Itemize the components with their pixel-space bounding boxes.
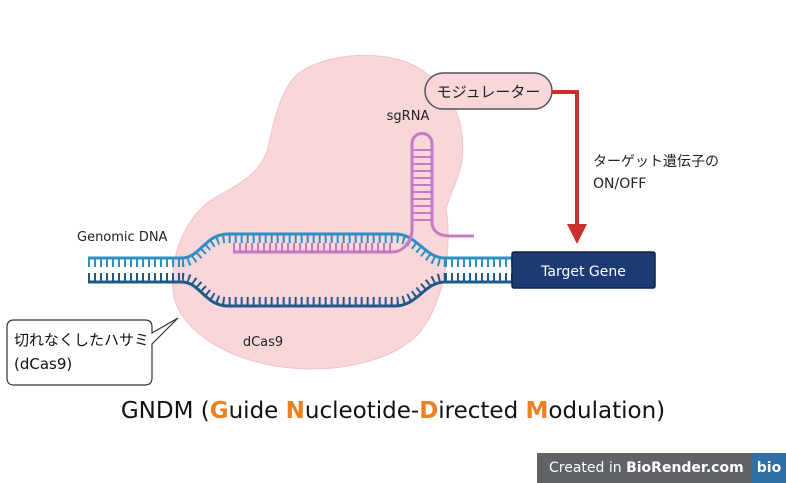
title-m-rest: odulation) <box>548 398 666 424</box>
dcas9-label: dCas9 <box>243 335 283 350</box>
genomic-dna-label: Genomic DNA <box>77 230 168 245</box>
title-d: D <box>419 398 439 424</box>
target-gene-label: Target Gene <box>540 264 626 280</box>
sgrna-strand <box>233 132 474 254</box>
biorender-footer[interactable]: Created in BioRender.com bio <box>537 453 786 483</box>
footer-text: Created in BioRender.com <box>537 460 752 476</box>
arrow-down-icon <box>552 90 587 244</box>
title-g: G <box>209 398 229 424</box>
footer-prefix: Created in <box>549 460 627 476</box>
sgrna-label: sgRNA <box>387 109 430 124</box>
title-prefix: GNDM ( <box>120 398 210 424</box>
title-n-rest: ucleotide- <box>304 398 420 424</box>
modulator-label: モジュレーター <box>437 83 541 101</box>
genomic-dna-helix <box>88 232 512 308</box>
title-g-rest: uide <box>228 398 286 424</box>
on-off-label-line1: ターゲット遺伝子の <box>593 154 719 170</box>
speech-bubble-callout: 切れなくしたハサミ (dCas9) <box>6 317 179 386</box>
on-off-label-line2: ON/OFF <box>593 176 646 192</box>
title-d-rest: irected <box>438 398 526 424</box>
callout-line1: 切れなくしたハサミ <box>14 331 149 349</box>
footer-brand: BioRender.com <box>626 460 744 476</box>
title-n: N <box>285 398 305 424</box>
gndm-title: GNDM (Guide Nucleotide-Directed Modulati… <box>0 398 786 424</box>
title-m: M <box>525 398 549 424</box>
callout-line2: (dCas9) <box>14 355 72 373</box>
target-gene-box <box>511 251 656 289</box>
biorender-logo-badge: bio <box>752 453 786 483</box>
